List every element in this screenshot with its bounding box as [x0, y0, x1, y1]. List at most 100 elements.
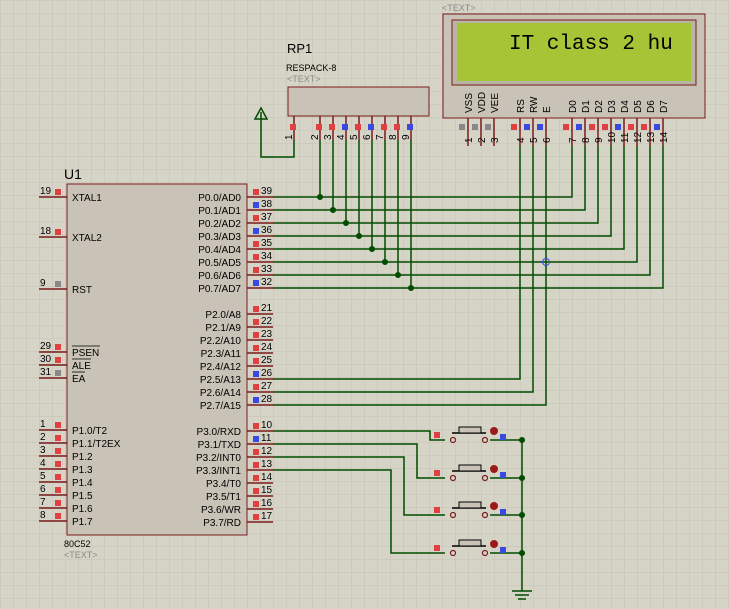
u1-right-pin-marker[interactable] [253, 423, 259, 429]
u1-right-pin-marker[interactable] [253, 267, 259, 273]
push-button[interactable] [434, 501, 506, 519]
lcd-pin-marker[interactable] [563, 124, 569, 130]
push-button[interactable] [434, 539, 506, 557]
lcd-pin-marker[interactable] [602, 124, 608, 130]
button-pin-marker-right [500, 434, 506, 440]
lcd-rw-wire [273, 146, 534, 393]
lcd-pin-marker[interactable] [524, 124, 530, 130]
u1-right-pin-marker[interactable] [253, 215, 259, 221]
u1-right-pin-num: 23 [261, 329, 273, 340]
u1-right-pin-marker[interactable] [253, 280, 259, 286]
u1-right-pin-num: 37 [261, 212, 273, 223]
u1-right-pin-marker[interactable] [253, 501, 259, 507]
u1-right-pin-name: P3.3/INT1 [196, 466, 241, 477]
u1-right-pin-marker[interactable] [253, 241, 259, 247]
lcd-pin-name: RW [529, 96, 540, 113]
rp1-pin-marker[interactable] [329, 124, 335, 130]
lcd-pin-name: VSS [464, 93, 475, 113]
u1-left-pin-marker[interactable] [55, 422, 61, 428]
u1-left-pin-marker[interactable] [55, 370, 61, 376]
u1-left-pin-name: P1.2 [72, 452, 93, 463]
u1-left-pin-marker[interactable] [55, 474, 61, 480]
lcd-pin-marker[interactable] [576, 124, 582, 130]
u1-right-pin-name: P2.4/A12 [200, 362, 242, 373]
u1-right-pin-num: 32 [261, 277, 273, 288]
u1-right-pin-marker[interactable] [253, 488, 259, 494]
u1-right-pin-marker[interactable] [253, 462, 259, 468]
u1-left-pin-marker[interactable] [55, 357, 61, 363]
lcd-pin-marker[interactable] [485, 124, 491, 130]
lcd-pin-marker[interactable] [472, 124, 478, 130]
u1-left-pin-name: XTAL2 [72, 233, 102, 244]
u1-right-pin-marker[interactable] [253, 345, 259, 351]
u1-right-pin-marker[interactable] [253, 254, 259, 260]
rp1-pin-marker[interactable] [394, 124, 400, 130]
u1-left-pin-marker[interactable] [55, 513, 61, 519]
u1-left-pin-num: 3 [40, 445, 46, 456]
push-button[interactable] [434, 464, 506, 482]
u1-left-pin-marker[interactable] [55, 229, 61, 235]
u1-right-pin-name: P2.2/A10 [200, 336, 242, 347]
u1-left-pin-marker[interactable] [55, 344, 61, 350]
u1-right-pin-marker[interactable] [253, 358, 259, 364]
lcd-pin-marker[interactable] [615, 124, 621, 130]
wire-junction [407, 284, 415, 292]
u1-component[interactable]: U1 80C52 <TEXT> 19XTAL118XTAL29RST29PSEN… [39, 166, 273, 560]
lcd-pin-marker[interactable] [511, 124, 517, 130]
u1-right-pin-marker[interactable] [253, 475, 259, 481]
u1-right-pin-marker[interactable] [253, 449, 259, 455]
rp1-pin-num: 9 [401, 134, 412, 140]
push-button[interactable] [434, 426, 506, 444]
u1-left-pin-marker[interactable] [55, 448, 61, 454]
lcd-pin-marker[interactable] [641, 124, 647, 130]
u1-right-pin-name: P0.4/AD4 [198, 245, 241, 256]
lcd-pin-marker[interactable] [459, 124, 465, 130]
u1-right-pin-marker[interactable] [253, 202, 259, 208]
u1-right-pin-num: 14 [261, 472, 273, 483]
buttons-group[interactable] [434, 426, 506, 557]
u1-right-pin-marker[interactable] [253, 319, 259, 325]
rp1-pin-marker[interactable] [316, 124, 322, 130]
rp1-pin-marker[interactable] [407, 124, 413, 130]
u1-left-pin-marker[interactable] [55, 435, 61, 441]
u1-right-pin-marker[interactable] [253, 306, 259, 312]
u1-right-pin-name: P2.7/A15 [200, 401, 242, 412]
rp1-pin-marker[interactable] [342, 124, 348, 130]
u1-right-pin-marker[interactable] [253, 228, 259, 234]
lcd-pin-marker[interactable] [654, 124, 660, 130]
u1-right-pin-marker[interactable] [253, 189, 259, 195]
lcd-pin-marker[interactable] [537, 124, 543, 130]
u1-left-pin-marker[interactable] [55, 487, 61, 493]
u1-left-pin-marker[interactable] [55, 500, 61, 506]
u1-right-pin-num: 26 [261, 368, 273, 379]
u1-left-pin-num: 19 [40, 186, 52, 197]
u1-right-pin-marker[interactable] [253, 332, 259, 338]
u1-right-pin-num: 35 [261, 238, 273, 249]
lcd-component[interactable]: <TEXT> IT class 2 hu VSS1VDD2VEE3RS4RW5E… [442, 3, 706, 146]
lcd-pin-marker[interactable] [628, 124, 634, 130]
u1-left-pin-marker[interactable] [55, 281, 61, 287]
button-contact-left [449, 436, 457, 444]
rp1-pin-marker[interactable] [368, 124, 374, 130]
u1-right-pin-marker[interactable] [253, 397, 259, 403]
u1-left-pin-num: 4 [40, 458, 46, 469]
u1-left-pin-marker[interactable] [55, 189, 61, 195]
u1-right-pin-name: P2.0/A8 [205, 310, 241, 321]
p3-button-wire [273, 443, 445, 479]
u1-right-pin-marker[interactable] [253, 371, 259, 377]
u1-right-pin-marker[interactable] [253, 436, 259, 442]
lcd-pin-name: D6 [646, 100, 657, 113]
lcd-pin-marker[interactable] [589, 124, 595, 130]
wire-junction [329, 206, 337, 214]
u1-right-pin-num: 16 [261, 498, 273, 509]
u1-right-pin-marker[interactable] [253, 384, 259, 390]
rp1-pin-marker[interactable] [290, 124, 296, 130]
rp1-pin-marker[interactable] [355, 124, 361, 130]
lcd-pin-num: 6 [542, 137, 553, 143]
rp1-pin-marker[interactable] [381, 124, 387, 130]
u1-left-pin-marker[interactable] [55, 461, 61, 467]
lcd-pin-num: 5 [529, 137, 540, 143]
u1-right-pin-marker[interactable] [253, 514, 259, 520]
